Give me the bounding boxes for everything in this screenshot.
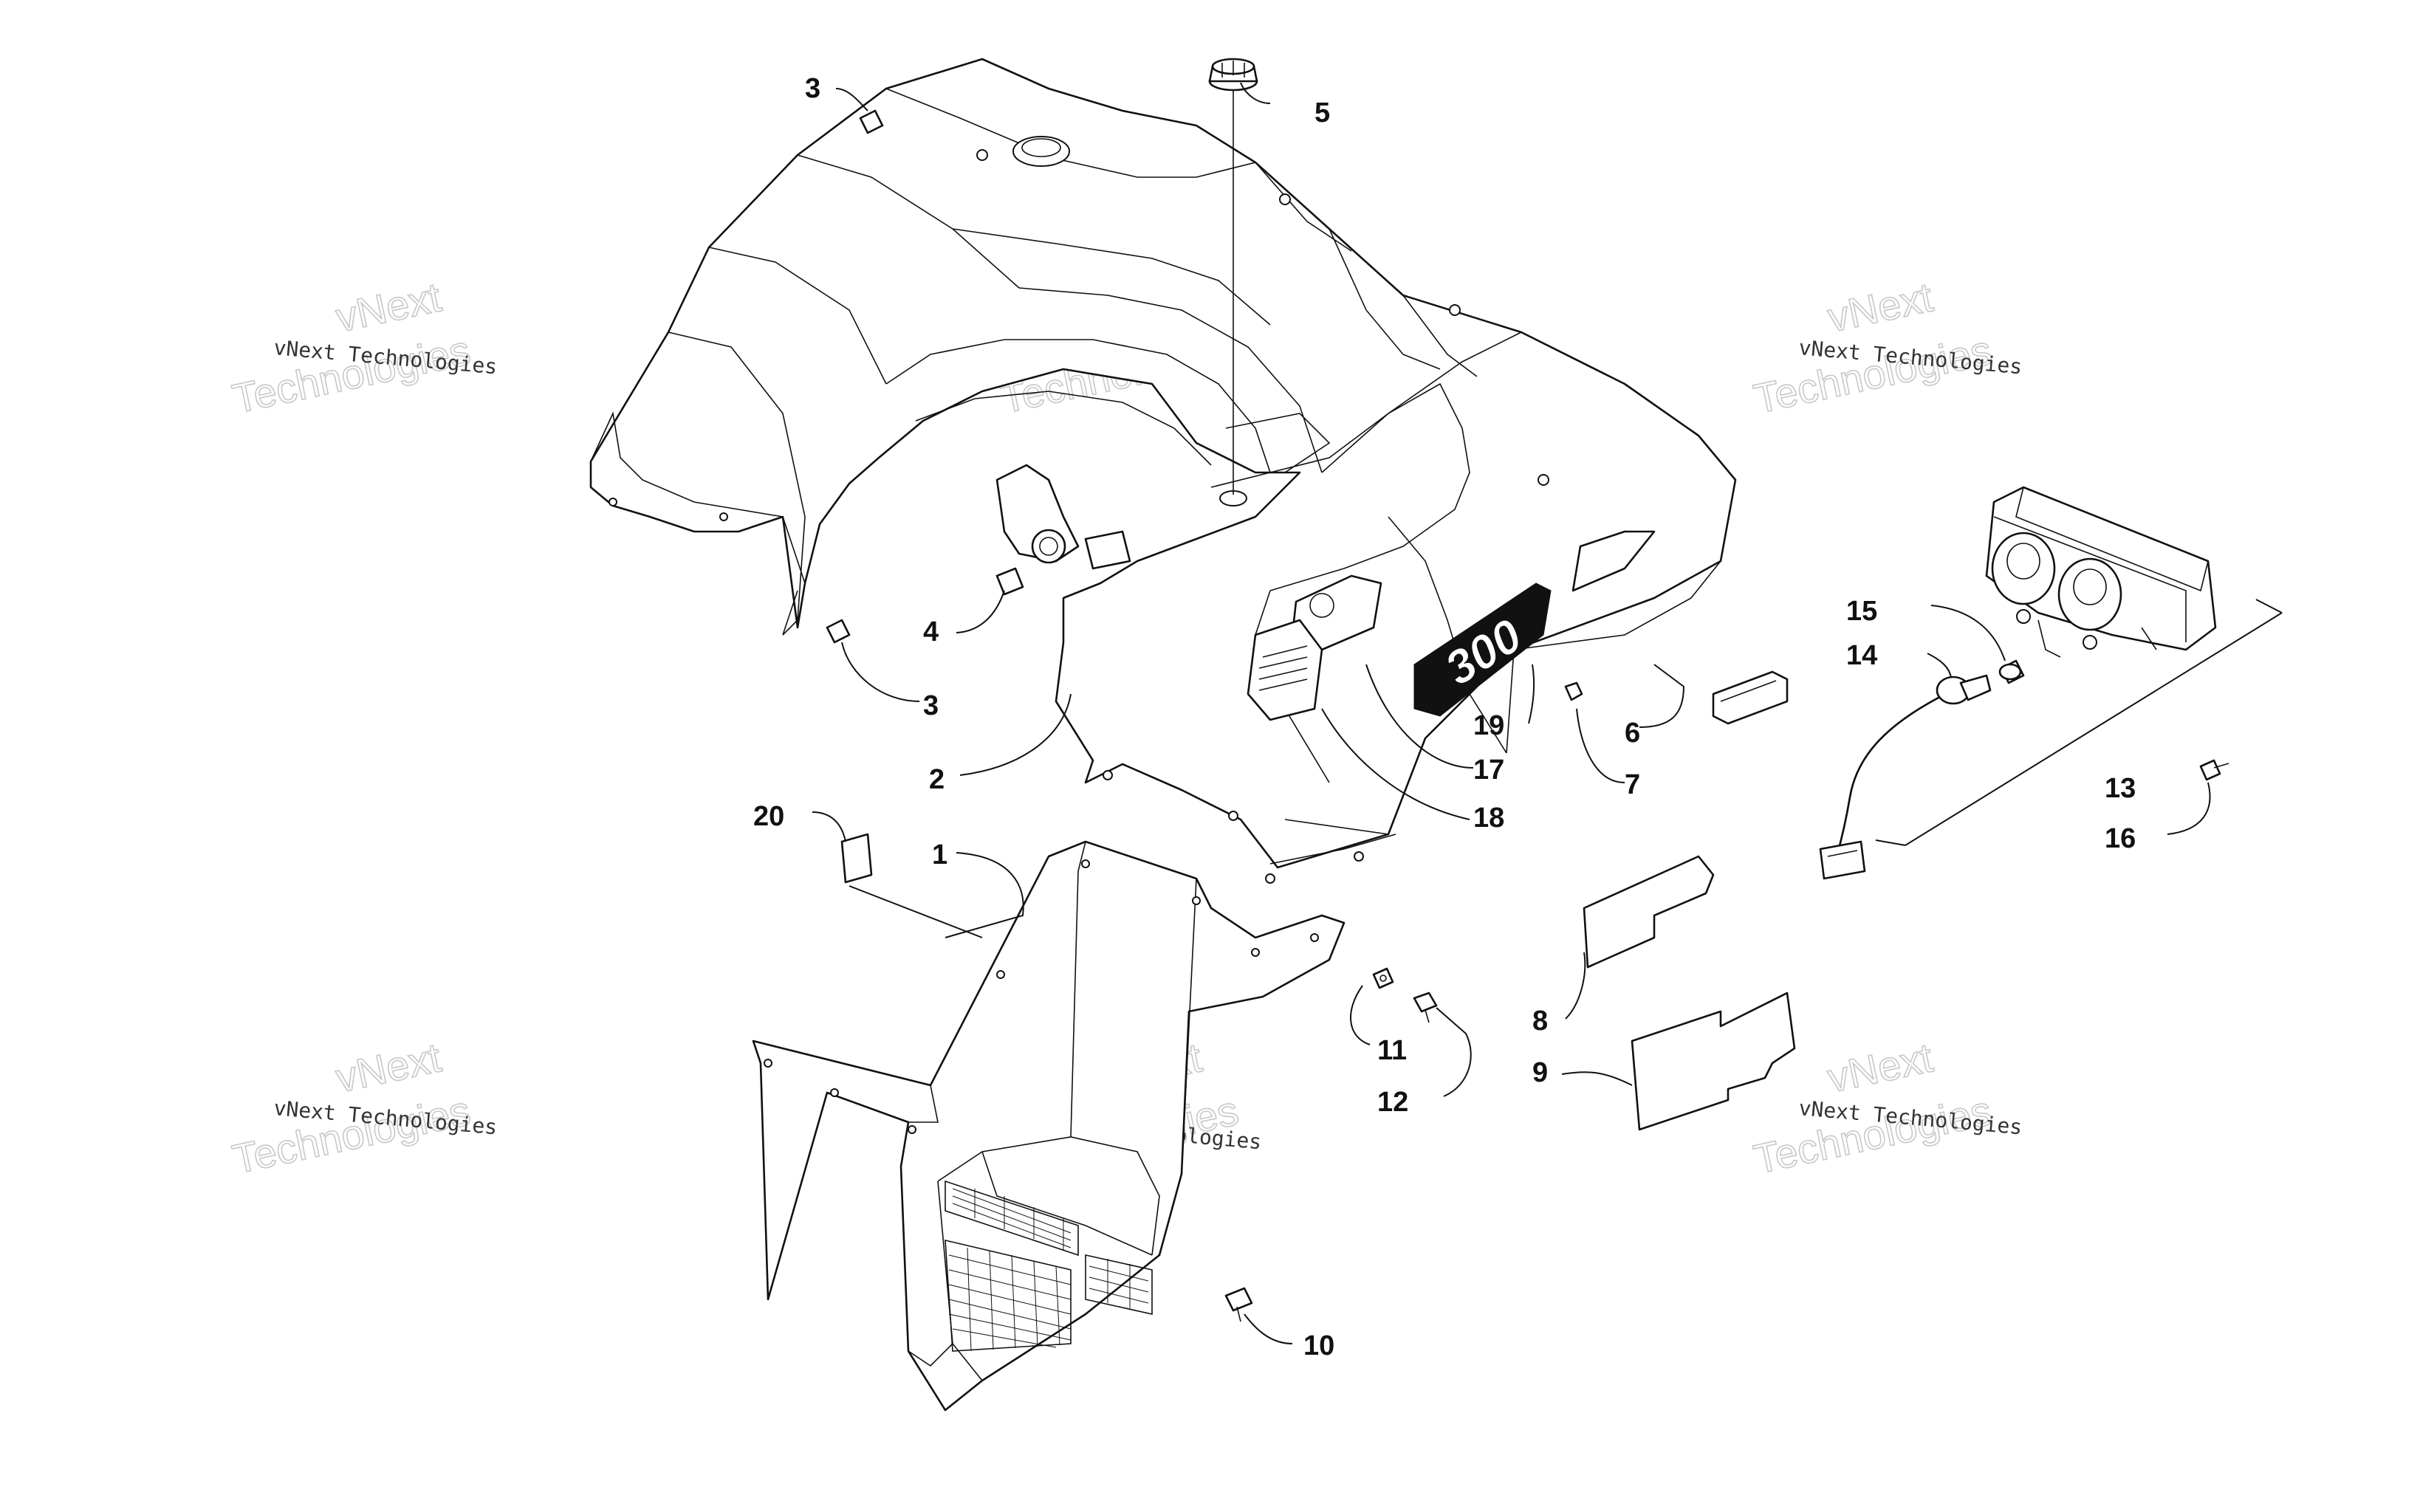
callout-19: 19	[1473, 710, 1504, 741]
callout-8: 8	[1532, 1006, 1548, 1037]
clip-3-top	[859, 109, 884, 134]
mount-hole	[976, 149, 988, 161]
watermark-big-bottom: Technologies	[228, 326, 474, 422]
callout-9: 9	[1532, 1057, 1548, 1088]
mount-hole	[1228, 811, 1238, 821]
watermark-bottom-right: vNext Technologies vNext Technologies	[1749, 1033, 2023, 1183]
mount-hole	[764, 1059, 772, 1068]
mount-hole	[719, 512, 728, 521]
reflector	[1712, 670, 1789, 725]
assembly-line	[2255, 599, 2283, 614]
mount-hole	[1265, 873, 1275, 884]
watermark-big-bottom: Technologies	[1749, 326, 1995, 422]
mount-hole	[1192, 896, 1201, 905]
callout-6: 6	[1625, 718, 1640, 749]
side-panel	[752, 840, 1346, 1412]
foam-pad-8	[1583, 855, 1715, 969]
mount-hole	[1354, 851, 1364, 862]
callout-16: 16	[2105, 823, 2136, 854]
nut-7	[1564, 681, 1583, 701]
watermark-big-top: vNext	[1823, 1034, 1937, 1101]
mount-hole	[1310, 933, 1319, 942]
callout-15: 15	[1846, 596, 1877, 627]
bulb-15	[1998, 659, 2025, 684]
clip-4	[995, 567, 1024, 596]
callout-12: 12	[1377, 1087, 1408, 1118]
callout-4: 4	[923, 616, 939, 647]
callout-14: 14	[1846, 640, 1877, 671]
watermark-top-left: vNext Technologies vNext Technologies	[228, 272, 498, 422]
foam-pad-9	[1631, 992, 1796, 1131]
watermark-top-right: vNext Technologies vNext Technologies	[1749, 272, 2023, 422]
callout-7: 7	[1625, 769, 1640, 800]
socket-14	[1936, 674, 1992, 705]
callout-11: 11	[1377, 1035, 1407, 1066]
pad-20	[840, 833, 873, 884]
grated-tread	[945, 1180, 1153, 1352]
mount-hole	[1279, 193, 1291, 205]
clip-3-bottom	[826, 619, 851, 644]
callout-17: 17	[1473, 755, 1504, 786]
fuel-cap	[1208, 58, 1258, 495]
label-18	[1247, 619, 1323, 721]
callout-18: 18	[1473, 803, 1504, 834]
assembly-line	[1875, 839, 1906, 846]
callouts: 3 5 4 3 2 19 17 18 6 7 20 1 10 11 12 8 9…	[753, 73, 2136, 1361]
mount-hole	[609, 498, 617, 506]
watermark-big-top: vNext	[1823, 273, 1937, 340]
callout-1: 1	[932, 839, 947, 870]
mount-hole	[1538, 474, 1549, 486]
mount-hole	[1251, 948, 1260, 957]
watermark-big-top: vNext	[332, 1034, 445, 1101]
screw-10	[1224, 1287, 1253, 1322]
callout-20: 20	[753, 801, 784, 832]
callout-2: 2	[929, 764, 945, 795]
leader-lines	[812, 82, 2211, 1344]
watermark-big-bottom: Technologies	[1749, 1087, 1995, 1183]
mount-hole	[1449, 304, 1461, 316]
tail-light-assembly	[1985, 486, 2217, 658]
nut-11	[1372, 967, 1394, 989]
mount-hole	[1081, 859, 1090, 868]
callout-10: 10	[1303, 1330, 1334, 1361]
screw-12	[1413, 992, 1438, 1023]
watermark-big-bottom: Technologies	[228, 1087, 474, 1183]
rear-fender: 300	[589, 58, 1737, 884]
callout-3-bottom: 3	[923, 690, 939, 721]
mount-hole	[908, 1125, 916, 1134]
cap-opening	[1012, 136, 1070, 167]
screw-16	[2199, 759, 2229, 781]
callout-3-top: 3	[805, 73, 820, 104]
mount-hole	[1103, 770, 1113, 780]
wire-harness	[1819, 696, 1939, 880]
callout-5: 5	[1314, 97, 1330, 128]
decal-300	[1413, 583, 1552, 717]
assembly-line	[1905, 612, 2283, 846]
callout-13: 13	[2105, 773, 2136, 804]
mount-hole	[996, 970, 1005, 979]
watermark-big-top: vNext	[332, 273, 445, 340]
mount-hole	[830, 1088, 839, 1097]
watermark-bottom-left: vNext Technologies vNext Technologies	[228, 1033, 498, 1183]
